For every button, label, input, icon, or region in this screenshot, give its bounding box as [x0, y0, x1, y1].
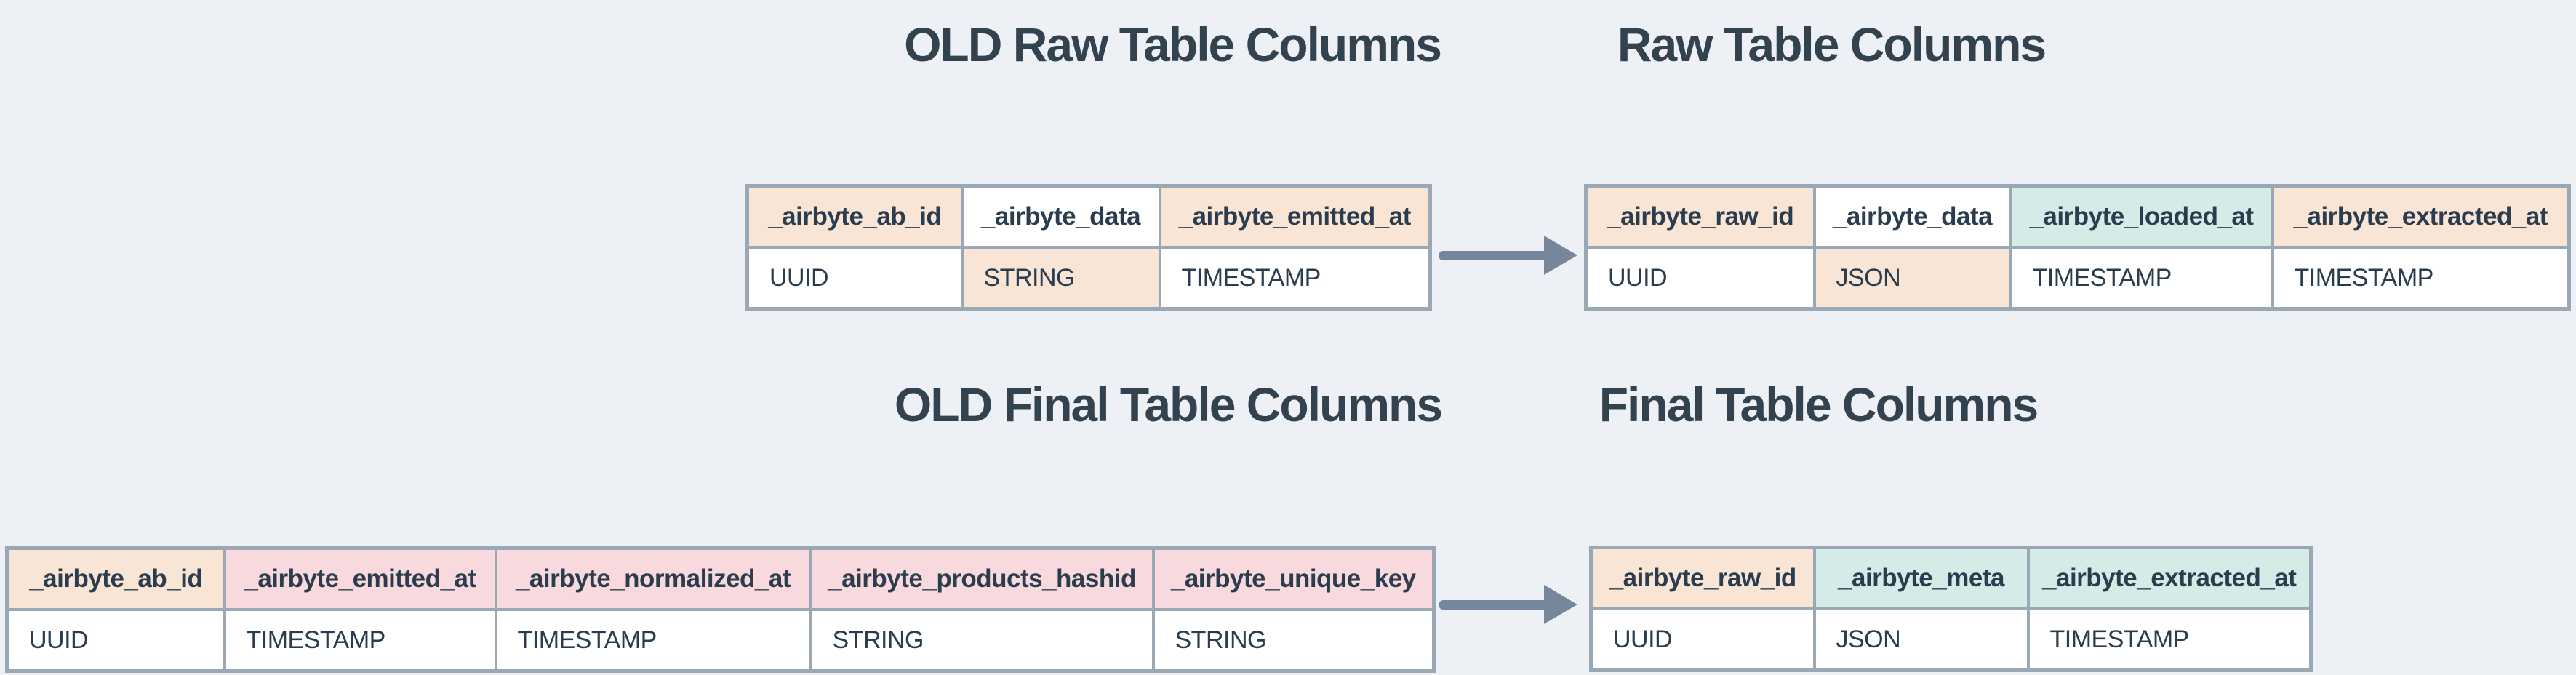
column-header-cell: _airbyte_loaded_at	[2009, 184, 2274, 249]
column-header-cell: _airbyte_raw_id	[1584, 184, 1816, 249]
column-type-cell: TIMESTAMP	[1158, 246, 1432, 311]
column-header-cell: _airbyte_extracted_at	[2271, 184, 2571, 249]
table-type-row: UUID STRING TIMESTAMP	[745, 246, 1432, 311]
column-type-cell: STRING	[960, 246, 1161, 311]
table-header-row: _airbyte_ab_id _airbyte_data _airbyte_em…	[745, 184, 1432, 249]
column-header-cell: _airbyte_data	[1812, 184, 2012, 249]
column-type-cell: STRING	[1151, 608, 1436, 673]
table-type-row: UUID JSON TIMESTAMP TIMESTAMP	[1584, 246, 2571, 311]
column-type-cell: TIMESTAMP	[223, 608, 497, 673]
table-header-row: _airbyte_raw_id _airbyte_meta _airbyte_e…	[1589, 546, 2313, 610]
old-final-table-title: OLD Final Table Columns	[894, 378, 1443, 431]
column-header-cell: _airbyte_extracted_at	[2026, 546, 2313, 610]
raw-table-title: Raw Table Columns	[1617, 17, 2047, 71]
column-header-cell: _airbyte_emitted_at	[223, 546, 497, 611]
column-header-cell: _airbyte_meta	[1812, 546, 2030, 610]
arrow-right-icon	[1439, 585, 1577, 624]
column-type-cell: TIMESTAMP	[494, 608, 812, 673]
column-type-cell: UUID	[745, 246, 964, 311]
raw-table: _airbyte_raw_id _airbyte_data _airbyte_l…	[1584, 184, 2571, 311]
old-raw-table-title: OLD Raw Table Columns	[904, 17, 1442, 71]
arrow-line	[1439, 599, 1548, 610]
arrow-head	[1544, 585, 1577, 624]
column-header-cell: _airbyte_raw_id	[1589, 546, 1816, 610]
column-header-cell: _airbyte_products_hashid	[809, 546, 1155, 611]
final-table: _airbyte_raw_id _airbyte_meta _airbyte_e…	[1589, 546, 2313, 672]
column-header-cell: _airbyte_emitted_at	[1158, 184, 1432, 249]
arrow-line	[1439, 250, 1548, 260]
table-header-row: _airbyte_raw_id _airbyte_data _airbyte_l…	[1584, 184, 2571, 249]
old-final-table: _airbyte_ab_id _airbyte_emitted_at _airb…	[5, 546, 1436, 673]
column-type-cell: UUID	[1589, 607, 1816, 672]
arrow-head	[1544, 236, 1577, 275]
table-type-row: UUID JSON TIMESTAMP	[1589, 607, 2313, 672]
arrow-right-icon	[1439, 236, 1577, 275]
column-header-cell: _airbyte_ab_id	[745, 184, 964, 249]
final-table-title: Final Table Columns	[1599, 378, 2039, 431]
column-type-cell: TIMESTAMP	[2026, 607, 2313, 672]
column-type-cell: JSON	[1812, 246, 2012, 311]
table-type-row: UUID TIMESTAMP TIMESTAMP STRING STRING	[5, 608, 1436, 673]
column-type-cell: TIMESTAMP	[2009, 246, 2274, 311]
column-type-cell: UUID	[1584, 246, 1816, 311]
column-type-cell: STRING	[809, 608, 1155, 673]
column-type-cell: JSON	[1812, 607, 2030, 672]
column-type-cell: TIMESTAMP	[2271, 246, 2571, 311]
column-header-cell: _airbyte_ab_id	[5, 546, 226, 611]
column-header-cell: _airbyte_unique_key	[1151, 546, 1436, 611]
column-header-cell: _airbyte_data	[960, 184, 1161, 249]
column-type-cell: UUID	[5, 608, 226, 673]
column-header-cell: _airbyte_normalized_at	[494, 546, 812, 611]
old-raw-table: _airbyte_ab_id _airbyte_data _airbyte_em…	[745, 184, 1432, 311]
table-header-row: _airbyte_ab_id _airbyte_emitted_at _airb…	[5, 546, 1436, 611]
